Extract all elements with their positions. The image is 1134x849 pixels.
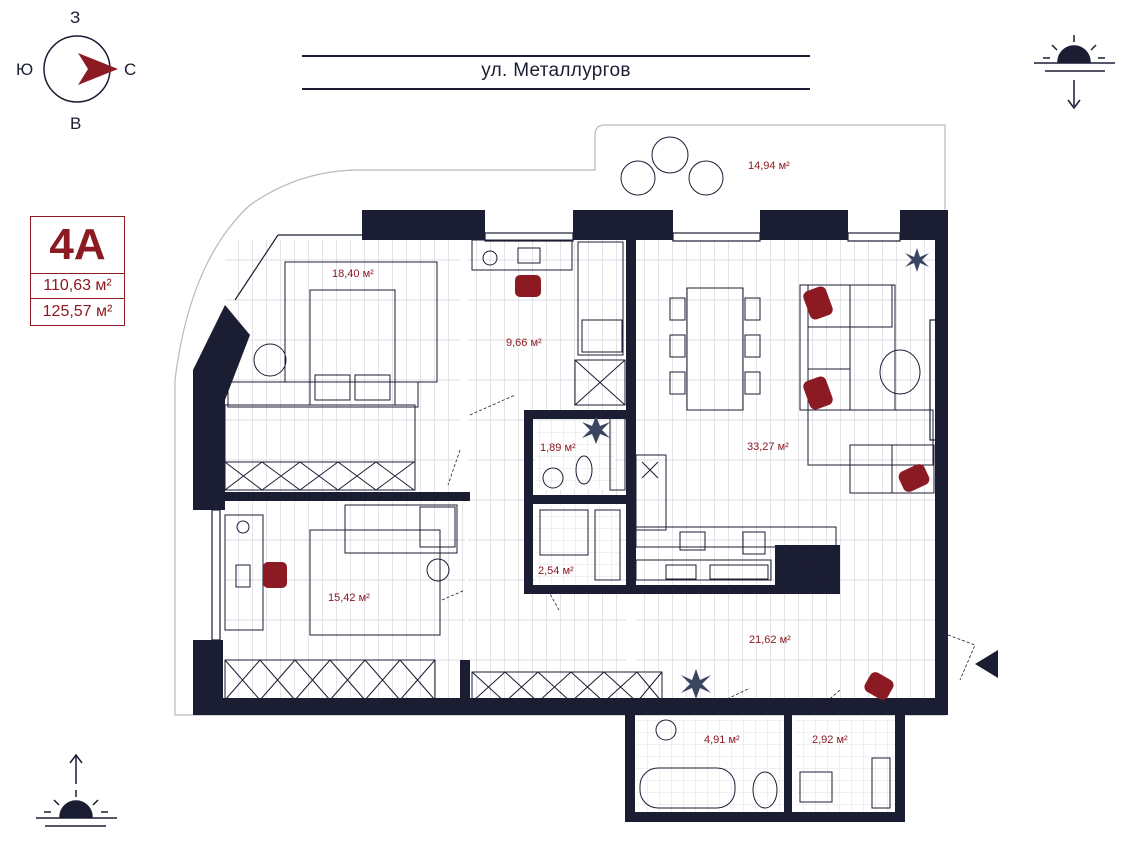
doors [441,394,976,713]
accent-chairs [263,275,930,700]
room-area-bedroom-2: 15,42 м² [328,592,370,604]
sunrise-icon [36,753,117,827]
room-area-living: 33,27 м² [747,441,789,453]
total-area: 125,57 м² [42,303,113,320]
room-area-bedroom-1: 18,40 м² [332,268,374,280]
walls [193,210,948,822]
unit-badge: 4А 110,63 м² 125,57 м² [30,216,125,326]
building-outline [174,124,946,716]
entrance-arrow-icon [975,650,998,678]
street-line-bottom [302,88,810,90]
sunset-icon [1034,35,1115,110]
compass-west-label: Ю [16,60,34,79]
room-area-hall: 21,62 м² [749,634,791,646]
room-area-wc-2: 2,92 м² [812,734,848,746]
compass-east-label: С [124,60,137,79]
compass-north-label: З [70,8,81,27]
room-area-wc-small: 1,89 м² [540,442,576,454]
living-area: 110,63 м² [31,274,124,299]
room-area-bath: 4,91 м² [704,734,740,746]
room-area-balcony: 14,94 м² [748,160,790,172]
room-area-room-9: 9,66 м² [506,337,542,349]
street-line-top [302,55,810,57]
unit-code: 4А [31,217,124,274]
street-name: ул. Металлургов [481,60,631,81]
wardrobes [224,359,839,703]
room-area-laundry: 2,54 м² [538,565,574,577]
plant-icons [582,248,929,699]
compass-arrow-icon [43,35,118,103]
compass-south-label: В [70,114,82,133]
